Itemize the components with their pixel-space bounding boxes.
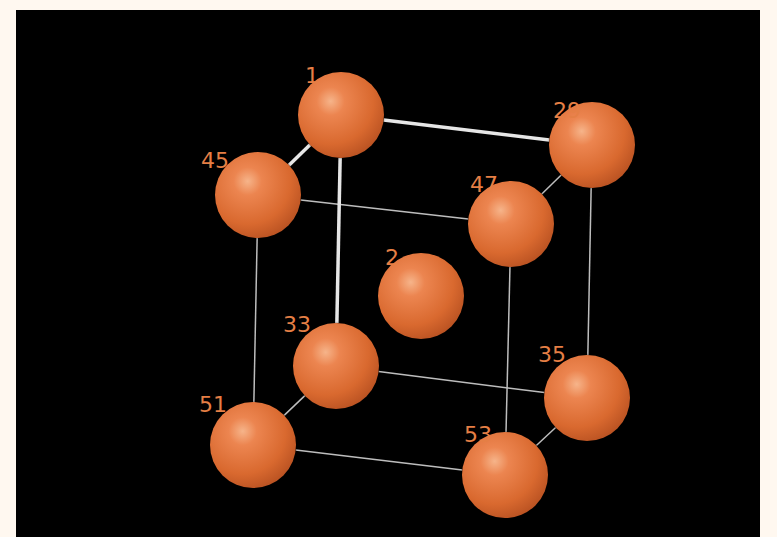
cube-edge bbox=[254, 238, 257, 402]
atom-sphere: 47 bbox=[468, 181, 554, 267]
cube-edge bbox=[542, 175, 561, 194]
atom-sphere: 53 bbox=[462, 432, 548, 518]
atom-sphere: 1 bbox=[298, 72, 384, 158]
atom-sphere: 29 bbox=[549, 102, 635, 188]
atom-number: 29 bbox=[553, 100, 581, 122]
atom-number: 45 bbox=[201, 150, 229, 172]
background-panel: 1294547233355153 bbox=[16, 10, 760, 537]
cube-edge bbox=[379, 371, 545, 392]
cube-edge bbox=[536, 427, 555, 445]
cube-edge bbox=[506, 267, 510, 432]
atom-number: 35 bbox=[538, 344, 566, 366]
cube-edge bbox=[284, 396, 305, 416]
atom-sphere: 2 bbox=[378, 253, 464, 339]
atom-sphere: 51 bbox=[210, 402, 296, 488]
atom-number: 2 bbox=[385, 247, 399, 269]
cube-edge bbox=[296, 450, 463, 470]
atom-sphere: 35 bbox=[544, 355, 630, 441]
atom-sphere: 45 bbox=[215, 152, 301, 238]
cube-edge bbox=[301, 200, 469, 219]
atom-sphere: 33 bbox=[293, 323, 379, 409]
atom-number: 47 bbox=[470, 174, 498, 196]
cube-edge bbox=[588, 188, 591, 355]
atom-number: 1 bbox=[305, 65, 319, 87]
cube-edge bbox=[289, 145, 310, 165]
atom-number: 33 bbox=[283, 314, 311, 336]
atom-number: 53 bbox=[464, 424, 492, 446]
cube-edge bbox=[337, 158, 340, 323]
cube-edge bbox=[384, 120, 550, 140]
atom-number: 51 bbox=[199, 394, 227, 416]
